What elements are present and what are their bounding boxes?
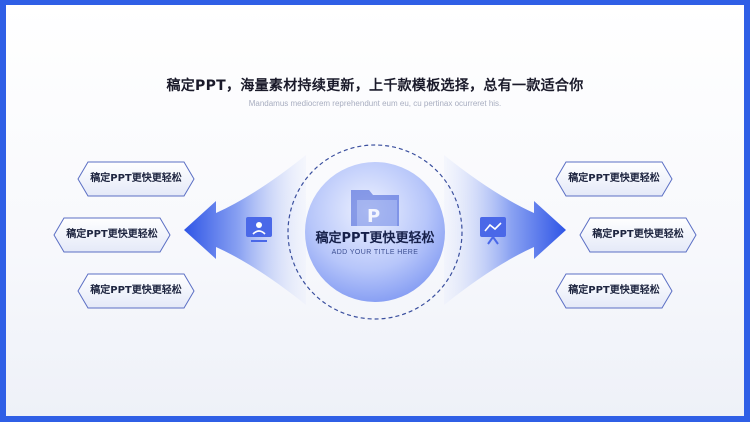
slide: 稿定PPT，海量素材持续更新，上千款模板选择，总有一款适合你 Mandamus …: [6, 5, 744, 416]
presentation-chart-icon: [480, 217, 506, 245]
outer-dashed-ring: [287, 144, 463, 320]
left-hex-2: [53, 217, 171, 253]
folder-ppt-icon: P: [351, 190, 399, 227]
diagram-canvas: P: [53, 144, 697, 320]
left-arrow: [184, 155, 306, 305]
presentation-user-icon: [246, 217, 272, 242]
left-hex-1: [77, 161, 195, 197]
page-title: 稿定PPT，海量素材持续更新，上千款模板选择，总有一款适合你: [166, 78, 584, 94]
right-item-label-3: 稿定PPT更快更轻松: [568, 285, 660, 296]
center-subtitle: ADD YOUR TITLE HERE: [331, 249, 419, 256]
left-item-label-3: 稿定PPT更快更轻松: [90, 285, 182, 296]
left-hex-3: [77, 273, 195, 309]
right-item-label-1: 稿定PPT更快更轻松: [568, 173, 660, 184]
right-hex-2: [579, 217, 697, 253]
left-item-label-2: 稿定PPT更快更轻松: [66, 229, 158, 240]
right-item-label-2: 稿定PPT更快更轻松: [592, 229, 684, 240]
center-circle: [305, 162, 445, 302]
right-hex-1: [555, 161, 673, 197]
left-item-label-1: 稿定PPT更快更轻松: [90, 173, 182, 184]
right-hex-3: [555, 273, 673, 309]
page-subtitle: Mandamus mediocrem reprehendunt eum eu, …: [248, 99, 502, 108]
center-title: 稿定PPT更快更轻松: [315, 231, 435, 246]
svg-text:P: P: [367, 206, 380, 227]
